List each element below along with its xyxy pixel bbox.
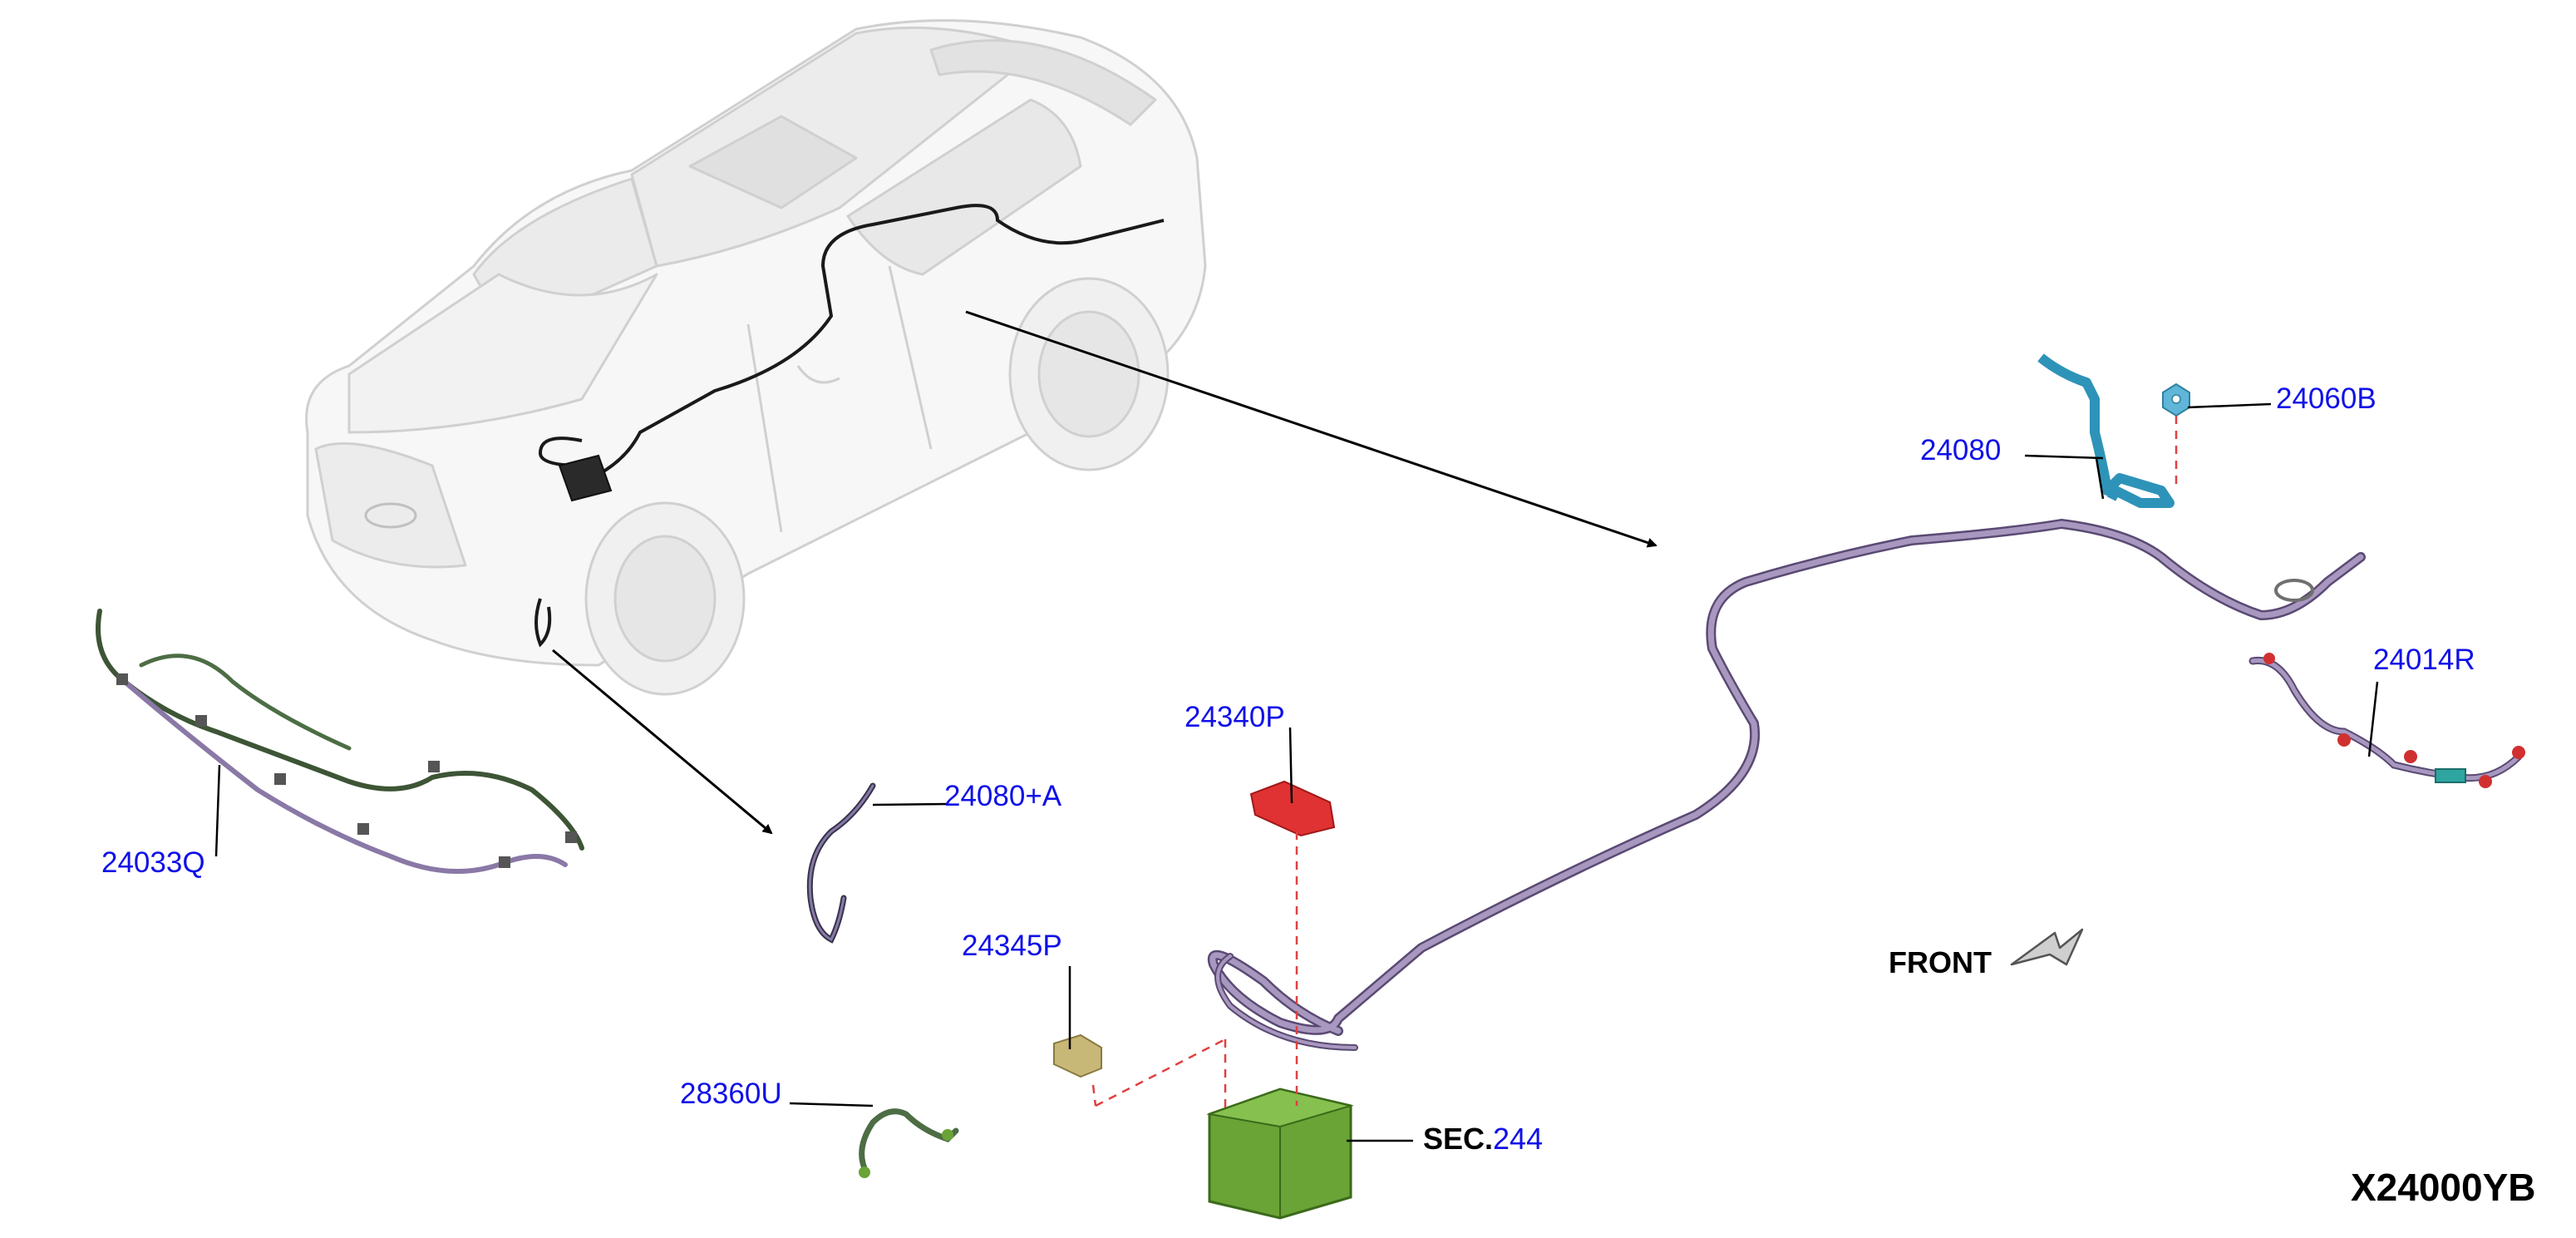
vehicle-illustration: [305, 19, 1207, 696]
callout-24340P[interactable]: 24340P: [1185, 701, 1285, 733]
main-body-harness: [1207, 519, 2366, 1051]
pointer-arrow-sensor: [552, 649, 773, 835]
battery: [1206, 1088, 1354, 1220]
leader-lines: [214, 402, 2379, 1142]
ground-cable-24080: [2037, 353, 2175, 508]
callout-24033Q[interactable]: 24033Q: [101, 846, 205, 879]
rear-harness-24014R: [2248, 653, 2525, 788]
pointer-arrow-harness: [965, 310, 1657, 548]
callout-24080[interactable]: 24080: [1920, 434, 2002, 466]
section-reference: SEC.244: [1423, 1124, 1543, 1154]
callout-24345P[interactable]: 24345P: [962, 930, 1062, 962]
section-prefix: SEC.: [1423, 1122, 1494, 1156]
sensor-24080A: [806, 782, 876, 944]
vehicle-sensor-mini: [534, 598, 552, 648]
dashed-guides: [1091, 416, 2178, 1114]
front-direction-arrow-icon: [2010, 928, 2084, 966]
callout-24014R[interactable]: 24014R: [2373, 644, 2475, 676]
nut-24060B: [2162, 382, 2190, 417]
diagram-code: X24000YB: [2351, 1166, 2536, 1209]
sensor-28360U: [859, 1108, 959, 1178]
front-label: FRONT: [1889, 945, 1992, 979]
callout-24080A[interactable]: 24080+A: [944, 780, 1062, 812]
callout-28360U[interactable]: 28360U: [680, 1078, 782, 1110]
bracket-24345P: [1053, 1033, 1102, 1078]
front-harness-24033Q: [96, 609, 584, 874]
section-number-link[interactable]: 244: [1493, 1122, 1544, 1156]
vehicle-harness-route: [538, 204, 1165, 484]
callout-24060B[interactable]: 24060B: [2276, 382, 2377, 415]
vehicle-battery-mini: [558, 454, 613, 502]
relay-bracket-24340P: [1249, 780, 1336, 837]
